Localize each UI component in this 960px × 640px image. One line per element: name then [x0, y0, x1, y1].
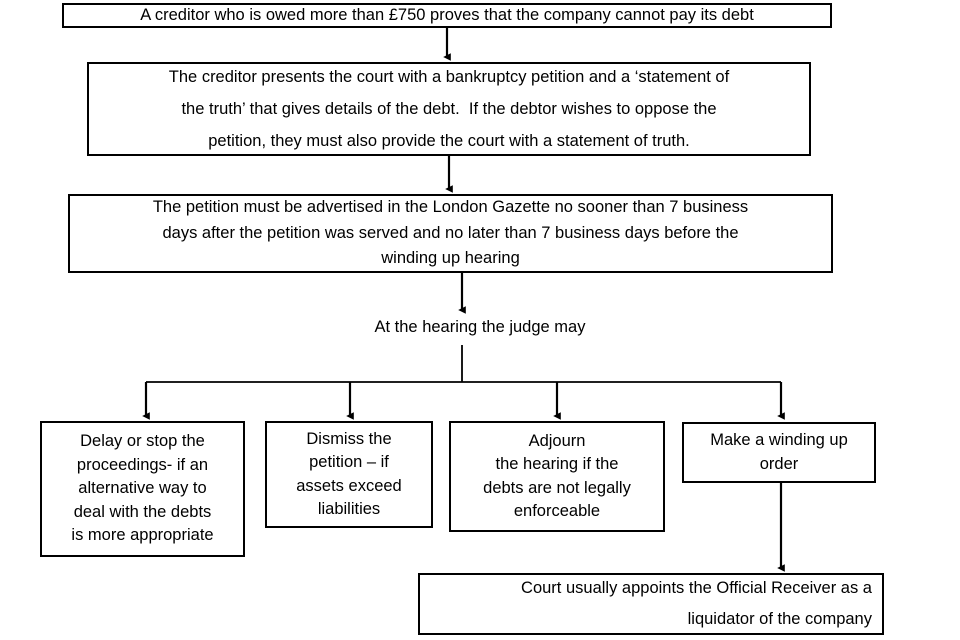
node-line: petition, they must also provide the cou… [208, 132, 690, 151]
node-delay-stop: Delay or stop the proceedings- if an alt… [40, 421, 245, 557]
node-line: liabilities [317, 499, 381, 518]
node-line: debts are not legally [483, 478, 631, 497]
node-line: The petition must be advertised in the L… [152, 198, 749, 217]
node-line: Delay or stop the [80, 432, 205, 451]
node-dismiss-petition: Dismiss the petition – if assets exceed … [265, 421, 433, 528]
node-line: Make a winding up [710, 431, 848, 450]
node-line: Adjourn [528, 431, 586, 450]
node-hearing-label: At the hearing the judge may [330, 315, 630, 341]
node-line: order [759, 454, 799, 473]
node-advertise-gazette: The petition must be advertised in the L… [68, 194, 833, 273]
node-line: the truth’ that gives details of the deb… [181, 99, 717, 118]
node-line: enforceable [513, 501, 601, 520]
node-line: proceedings- if an [76, 455, 209, 474]
node-line: petition – if [309, 453, 389, 472]
node-official-receiver: Court usually appoints the Official Rece… [418, 573, 884, 635]
node-line: The creditor presents the court with a b… [168, 67, 730, 86]
node-line: alternative way to [78, 479, 207, 498]
node-winding-up-order: Make a winding up order [682, 422, 876, 483]
node-creditor-proof: A creditor who is owed more than £750 pr… [62, 3, 832, 28]
node-line: assets exceed [296, 476, 402, 495]
node-line: At the hearing the judge may [374, 318, 586, 337]
node-line: A creditor who is owed more than £750 pr… [140, 5, 754, 24]
node-line: is more appropriate [71, 526, 214, 545]
node-line: days after the petition was served and n… [162, 223, 739, 242]
node-adjourn-hearing: Adjourn the hearing if the debts are not… [449, 421, 665, 532]
node-line: winding up hearing [381, 249, 520, 268]
node-line: liquidator of the company [687, 610, 872, 628]
node-line: deal with the debts [73, 502, 212, 521]
node-line: the hearing if the [495, 455, 619, 474]
node-creditor-petition: The creditor presents the court with a b… [87, 62, 811, 156]
node-line: Dismiss the [306, 429, 392, 448]
node-line: Court usually appoints the Official Rece… [521, 578, 872, 597]
